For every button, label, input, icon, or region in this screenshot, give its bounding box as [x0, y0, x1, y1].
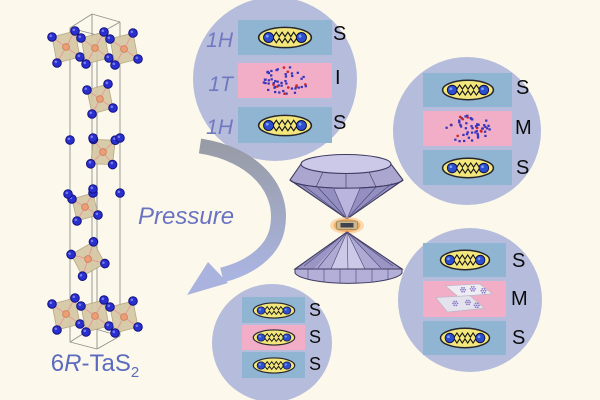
bottom-diamond	[293, 231, 404, 284]
tas6-polyhedron	[82, 79, 118, 119]
crystal-structure-6r-tas2	[47, 13, 143, 350]
layer-s-bar	[242, 297, 305, 323]
cooper-pair-icon	[439, 249, 491, 271]
crystal-label-prefix: 6	[50, 350, 65, 377]
layer-1t-bar	[238, 63, 332, 98]
state-label: S	[516, 157, 530, 179]
state-label: S	[309, 300, 322, 320]
layer-s-bar	[242, 352, 305, 378]
state-label: M	[515, 117, 532, 139]
layer-1h-bar	[238, 20, 332, 55]
cdw-cluster-icon	[258, 64, 312, 97]
layer-s-bar	[423, 243, 506, 277]
state-label: S	[516, 77, 530, 99]
tas6-polyhedron	[105, 296, 143, 338]
cooper-pair-icon	[439, 327, 491, 349]
panel-pressure-stage1: S M S	[393, 57, 541, 205]
state-label: S	[512, 327, 526, 349]
arrow-shaft	[198, 138, 286, 283]
phase-label: 1H	[206, 29, 233, 52]
top-diamond	[289, 153, 404, 220]
layer-s-bar	[242, 325, 305, 350]
tas6-polyhedron	[67, 188, 103, 226]
layer-s-bar	[423, 321, 506, 355]
tas6-polyhedron	[105, 28, 143, 70]
layer-s-bar	[423, 73, 512, 107]
diamond-anvil-cell-icon	[289, 153, 404, 284]
cdw-cluster-icon	[441, 112, 495, 145]
panel-high-pressure: S S S	[212, 284, 332, 400]
panel-ambient-phase: 1H 1T 1H S I S	[193, 0, 357, 161]
phase-label: 1H	[206, 116, 233, 139]
tas6-polyhedron	[47, 26, 85, 68]
sulfur-atoms	[63, 133, 125, 199]
phase-label: 1T	[208, 73, 233, 96]
tas6-polyhedron	[66, 237, 110, 281]
state-label: S	[512, 250, 526, 272]
cooper-pair-icon	[252, 356, 296, 374]
pressure-arrow-icon	[187, 138, 286, 295]
cooper-pair-icon	[441, 157, 495, 179]
crystal-label: 6R-TaS2	[25, 350, 165, 381]
cooper-pair-icon	[252, 301, 296, 319]
state-label: S	[309, 354, 322, 374]
crystal-label-rest: -TaS	[81, 350, 131, 377]
state-label: S	[333, 23, 347, 45]
state-label: S	[309, 327, 322, 347]
gasket-sample	[330, 217, 364, 234]
state-label: S	[333, 112, 347, 134]
tas6-polyhedron	[47, 293, 85, 335]
pressure-label: Pressure	[138, 203, 235, 230]
cooper-pair-icon	[257, 26, 313, 49]
panel-pressure-stage2: S M S	[398, 228, 542, 372]
crystal-label-italic-r: R	[64, 350, 82, 377]
state-label: I	[335, 67, 341, 89]
crystal-label-subscript: 2	[130, 363, 140, 381]
cooper-pair-icon	[441, 79, 495, 101]
cooper-pair-icon	[252, 329, 296, 346]
layer-1h-bar	[238, 107, 332, 143]
layer-m-bar	[423, 281, 506, 317]
tas6-polyhedron	[76, 295, 114, 337]
arrow-head	[187, 262, 228, 295]
cdw-flakes-icon	[426, 283, 504, 316]
layer-m-bar	[423, 111, 512, 146]
layer-s-bar	[423, 150, 512, 185]
state-label: M	[511, 288, 528, 310]
cooper-pair-icon	[257, 114, 313, 137]
tas6-polyhedron	[76, 27, 114, 69]
